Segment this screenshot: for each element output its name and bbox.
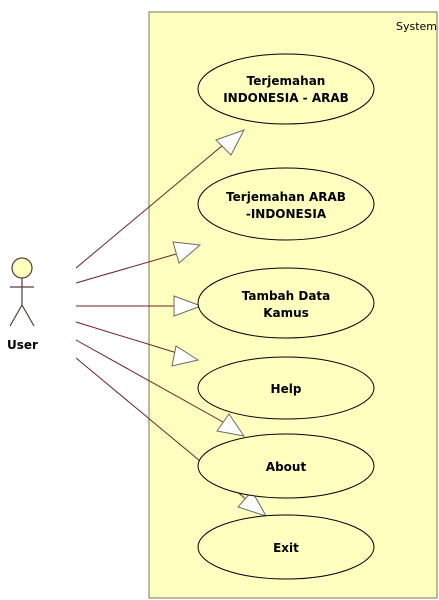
system-label: System xyxy=(396,20,437,33)
arrowhead xyxy=(216,413,246,437)
use-case-label: Kamus xyxy=(263,306,309,320)
arrowhead xyxy=(237,490,268,517)
use-case-label: Terjemahan xyxy=(247,74,326,88)
use-case-label: Exit xyxy=(273,541,299,555)
use-case-tambah-data-kamus[interactable]: Tambah Data Kamus xyxy=(197,267,375,339)
association-line xyxy=(75,249,191,284)
use-case-help[interactable]: Help xyxy=(197,356,375,420)
use-case-terjemahan-indonesia-arab[interactable]: Terjemahan INDONESIA - ARAB xyxy=(197,53,375,125)
use-cases: Terjemahan INDONESIA - ARAB Terjemahan A… xyxy=(197,53,375,580)
actor-user: User xyxy=(7,257,38,352)
use-case-label: About xyxy=(266,460,307,474)
arrowhead xyxy=(173,295,203,317)
use-case-label: -INDONESIA xyxy=(246,207,327,221)
associations xyxy=(75,129,268,517)
arrowhead xyxy=(171,345,200,367)
use-case-label: Terjemahan ARAB xyxy=(226,190,346,204)
actor-head xyxy=(11,257,33,279)
arrowhead xyxy=(215,129,246,156)
use-case-label: INDONESIA - ARAB xyxy=(223,91,349,105)
actor-right-leg xyxy=(21,304,35,327)
arrowhead xyxy=(172,241,202,264)
use-case-terjemahan-arab-indonesia[interactable]: Terjemahan ARAB -INDONESIA xyxy=(197,167,375,241)
actor-left-leg xyxy=(9,304,23,327)
use-case-label: Tambah Data xyxy=(242,289,331,303)
use-case-exit[interactable]: Exit xyxy=(197,514,375,580)
actor-label: User xyxy=(7,338,38,352)
use-case-label: Help xyxy=(271,382,302,396)
use-case-about[interactable]: About xyxy=(197,433,375,499)
association-line xyxy=(75,321,191,358)
association-line xyxy=(75,339,233,428)
association-line xyxy=(75,134,236,269)
